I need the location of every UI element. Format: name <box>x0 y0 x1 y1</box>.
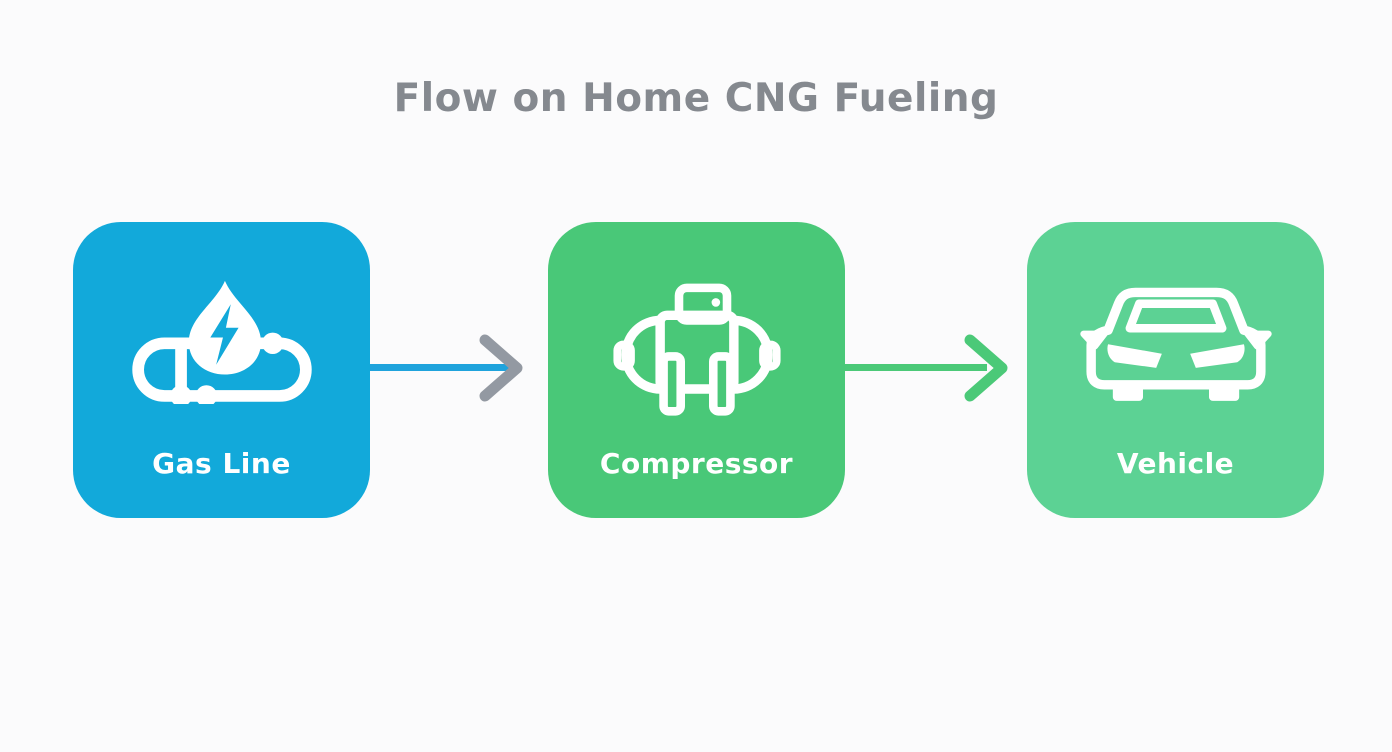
gas-line-flame-icon <box>131 280 312 404</box>
node-label-compressor: Compressor <box>599 447 794 480</box>
page-title: Flow on Home CNG Fueling <box>393 76 999 121</box>
connector-line-1 <box>370 364 510 371</box>
node-gas-line: Gas Line <box>73 222 370 518</box>
arrow-right-icon <box>964 334 1008 402</box>
node-label-vehicle: Vehicle <box>1116 447 1235 480</box>
connector-line-2 <box>845 364 987 371</box>
arrow-right-icon <box>479 334 523 402</box>
compressor-icon <box>612 283 781 416</box>
lightning-bolt-cutout <box>209 304 239 365</box>
node-compressor: Compressor <box>548 222 845 518</box>
car-front-icon <box>1079 287 1272 401</box>
node-vehicle: Vehicle <box>1027 222 1324 518</box>
node-label-gas-line: Gas Line <box>152 447 291 480</box>
